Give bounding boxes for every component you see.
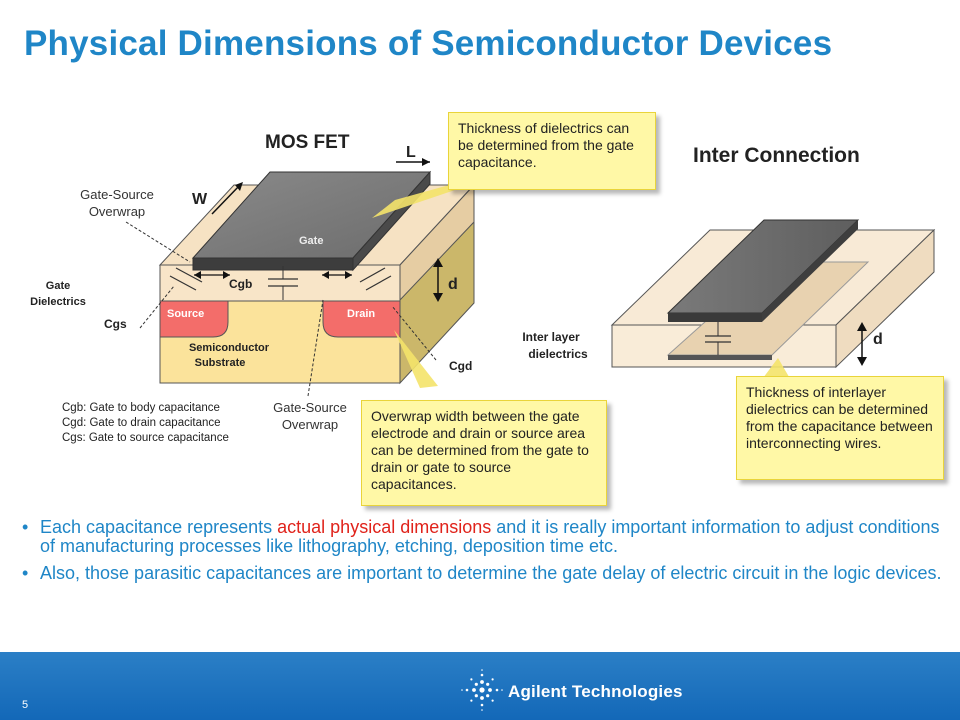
callout-pointer [372,182,460,218]
bullet-1-before: Each capacitance represents [40,517,278,537]
cgs-mark [169,275,197,291]
gate-label: Gate [299,235,323,247]
arrowhead [235,182,243,191]
arrowhead [194,271,201,279]
overwrap-top-label-1: Gate-Source [80,187,154,202]
diagram-canvas: MOS FET L W d Gate Cgb Source Drain Semi… [30,132,936,444]
cgs-mark [175,267,203,283]
bullet-item: • Each capacitance represents actual phy… [22,518,942,556]
gate-dielectrics-label-2: Dielectrics [30,296,86,308]
note-overwrap-text: Overwrap width between the gate electrod… [371,408,589,492]
label-W: W [192,191,208,208]
leader-cgs [139,285,175,329]
label-d-interconnect: d [873,331,883,348]
mosfet-diagram: MOS FET L W d Gate Cgb Source Drain Semi… [30,132,476,444]
leader-overwrap-bottom [307,299,324,397]
arrowhead [857,357,867,366]
cgb-label: Cgb [229,277,252,291]
note-dielectric-thickness: Thickness of dielectrics can be determin… [448,112,656,190]
interconnect-heading: Inter Connection [693,144,860,167]
bullet-dot-icon: • [22,517,29,537]
cgd-label: Cgd [449,359,472,373]
note-dielectric-text: Thickness of dielectrics can be determin… [458,120,634,170]
overwrap-top-label-2: Overwrap [89,204,145,219]
brand-name: Agilent Technologies [508,682,683,701]
drain-label: Drain [347,308,375,320]
note-interlayer-text: Thickness of interlayer dielectrics can … [746,384,933,451]
upper-wire-front [668,313,762,322]
inter-layer-label-2: dielectrics [528,347,588,361]
leader-overwrap-top [125,221,191,263]
bullet-dot-icon: • [22,563,29,583]
footer-bar: 5 Agilent Technologies [0,652,960,720]
mosfet-heading: MOS FET [265,132,350,153]
substrate-label-2: Substrate [195,357,246,369]
slide-title: Physical Dimensions of Semiconductor Dev… [24,24,833,63]
bullet-list: • Each capacitance represents actual phy… [22,518,942,591]
gate-front-face [192,257,354,271]
cgd-mark [365,275,392,291]
inter-layer-label-1: Inter layer [522,330,580,344]
arrowhead [433,293,443,302]
arrowhead [345,271,352,279]
arrowhead [422,158,430,166]
bullet-item: • Also, those parasitic capacitances are… [22,564,942,583]
arrowhead [433,258,443,267]
label-d-mosfet: d [448,276,458,293]
upper-wire-side [762,220,858,322]
overwrap-bottom-label-2: Overwrap [282,417,338,432]
bullet-1-highlight: actual physical dimensions [277,517,492,537]
arrowhead [322,271,329,279]
bullet-2-text: Also, those parasitic capacitances are i… [40,563,942,583]
cgs-label: Cgs [104,317,127,331]
W-arrow [211,184,241,215]
gate-dielectrics-label-1: Gate [46,280,70,292]
source-label: Source [167,308,204,320]
label-L: L [406,144,416,161]
source-region [159,300,229,338]
callout-pointer [394,330,438,388]
page-number: 5 [22,699,29,711]
note-interlayer-thickness: Thickness of interlayer dielectrics can … [736,376,944,480]
interconnect-diagram: Inter Connection d Inter layer dielectri… [522,144,936,382]
legend-line-1: Cgb: Gate to body capacitance [62,402,220,414]
agilent-spark-icon [461,669,503,711]
legend-line-3: Cgs: Gate to source capacitance [62,432,229,444]
bullet-1-after: and it is really important information t… [40,517,940,556]
drain-region [322,300,401,338]
substrate-label-1: Semiconductor [189,342,270,354]
note-overwrap-width: Overwrap width between the gate electrod… [361,400,607,506]
lower-wire-front [668,355,772,360]
leader-cgd [391,305,437,361]
overwrap-bottom-label-1: Gate-Source [273,400,347,415]
arrowhead [223,271,230,279]
arrowhead [857,322,867,331]
legend-line-2: Cgd: Gate to drain capacitance [62,417,221,429]
cgd-mark [359,267,386,283]
